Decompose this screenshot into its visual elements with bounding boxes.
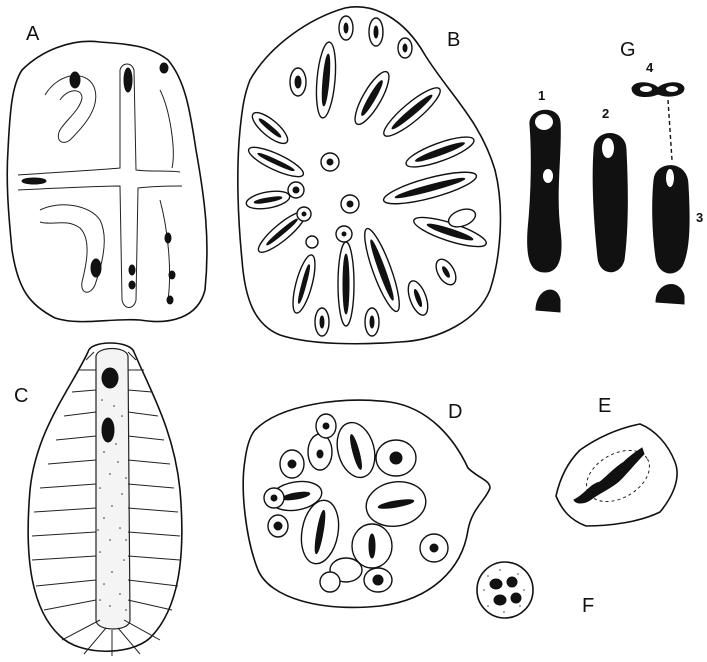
panel-g-connector [668,100,672,160]
panel-a-nucleus [165,233,171,243]
panel-b: B [238,7,501,344]
panel-a-nucleus [160,63,168,73]
panel-g-vacuole [666,86,678,92]
panel-e-label: E [598,395,611,417]
panel-g-sub-4: 4 [646,60,654,75]
panel-d: D [243,400,490,607]
panel-f-nucleus [494,595,506,605]
panel-g-vacuole [543,169,553,183]
panel-b-nucleus [302,212,306,216]
panel-g-sub-3: 3 [696,210,703,225]
panel-d-nucleus [317,450,323,458]
panel-g-vacuole [535,114,553,130]
panel-a-nucleus [129,281,135,289]
panel-c-nucleus [102,418,114,442]
panel-f: F [477,562,594,618]
panel-b-nucleus [295,76,301,88]
panel-a-fold [18,186,182,308]
panel-d-nucleus [274,522,282,530]
panel-a-nucleus [129,265,135,275]
panel-a-nucleus [22,178,46,184]
panel-e-chromatin [574,448,644,503]
panel-g-chromosome-1 [528,110,561,272]
panel-b-cell [306,236,318,248]
panel-g-label: G [620,39,636,61]
panel-c: C [14,343,182,656]
panel-a-fold [45,76,96,143]
panel-b-nucleus [343,254,349,314]
panel-f-nucleus [490,579,502,589]
panel-g-kinetochore-3 [656,285,684,304]
panel-b-nucleus [390,93,434,131]
panel-f-label: F [582,595,594,617]
panel-a-nucleus [167,296,173,304]
panel-f-nucleus [511,593,521,603]
panel-g-vacuole [666,169,674,187]
panel-d-nucleus [288,460,296,468]
panel-d-nucleus [271,495,277,501]
panel-b-nucleus [293,187,299,193]
panel-b-nucleus [370,316,374,328]
panel-a-nucleus [91,259,101,277]
panel-b-nucleus [347,201,353,207]
panel-c-label: C [14,385,28,407]
panel-d-nucleus [373,575,383,585]
panel-a-nucleus [169,271,175,279]
panel-b-nucleus [320,316,324,328]
panel-a-fold [160,90,173,300]
panel-e: E [556,395,677,526]
panel-d-nucleus [323,423,329,429]
panel-d-cell [320,572,340,592]
panel-g-vacuole [640,86,652,92]
panel-g-sub-1: 1 [538,88,545,103]
panel-b-nucleus [327,159,333,165]
panel-b-cells [245,16,489,336]
panel-g-kinetochore-1 [536,290,560,312]
panel-d-nucleus [369,534,375,558]
panel-d-nucleus [430,544,438,552]
panel-c-core [96,349,130,630]
panel-b-nucleus [342,232,346,236]
panel-d-nucleus [390,452,402,464]
panel-b-label: B [447,29,460,51]
panel-d-label: D [448,401,462,423]
panel-b-nucleus [403,44,407,52]
panel-c-nucleus [102,368,118,388]
panel-b-nucleus [374,26,378,38]
panel-a-fold [18,64,180,175]
panel-d-cells [264,414,448,592]
panel-f-nucleus [507,577,517,587]
panel-a-nucleus [70,72,80,88]
panel-b-nucleus [344,23,348,33]
panel-a-fold [40,205,104,292]
panel-a: A [7,23,207,322]
panel-a-label: A [26,23,40,45]
panel-g: G 1 2 3 4 [528,39,704,312]
panel-g-vacuole [602,138,614,158]
panel-a-nucleus [124,68,132,92]
panel-g-sub-2: 2 [602,106,609,121]
